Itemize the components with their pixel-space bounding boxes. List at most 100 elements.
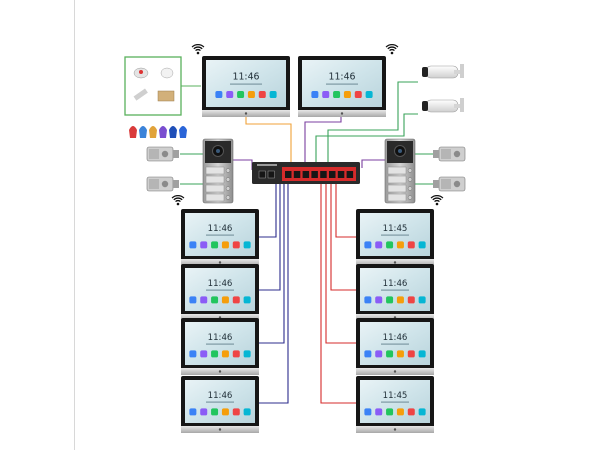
app-icon [354, 91, 362, 99]
app-icon [232, 241, 240, 249]
camera-arm [454, 70, 462, 74]
monitor-time: 11:46 [208, 279, 233, 289]
nameplate [205, 184, 225, 193]
wire-right-monitor-1 [335, 184, 358, 238]
app-icon [226, 91, 234, 99]
home-button-icon [393, 370, 397, 373]
sensor-accessory-box [124, 56, 182, 116]
electric-lock-right-2 [433, 176, 466, 192]
nameplate [387, 175, 407, 184]
door-station-right [384, 138, 416, 204]
app-icon [211, 296, 219, 304]
rfid-tag-icon [159, 126, 167, 138]
monitor-time: 11:45 [383, 224, 408, 234]
poe-port-panel [282, 167, 356, 181]
lock-cylinder-icon [453, 150, 461, 158]
app-icon [215, 91, 223, 99]
nameplate [387, 184, 407, 193]
monitor-date-line [326, 83, 358, 85]
app-icon [311, 91, 319, 99]
app-icon [258, 91, 266, 99]
wire-left-monitor-4 [258, 184, 289, 404]
app-icon [364, 408, 372, 416]
nameplate [387, 193, 407, 202]
app-icon [221, 241, 229, 249]
app-icon [243, 350, 251, 358]
monitor-date-line [381, 401, 409, 403]
app-icon [211, 241, 219, 249]
app-icon [343, 91, 351, 99]
left-monitor-4: 11:46 [181, 376, 259, 433]
ip-camera-1 [422, 64, 464, 79]
rj45-port-icon [293, 171, 301, 178]
wire-camera-1 [327, 81, 418, 162]
app-icon [189, 241, 197, 249]
rj45-port-icon [311, 171, 318, 178]
app-icon [365, 91, 373, 99]
glass-break-sensor-icon [157, 90, 175, 102]
wire-left-monitor-1 [258, 184, 277, 238]
app-icon [386, 296, 394, 304]
call-button [225, 186, 231, 191]
right-monitor-1: 11:45 [356, 209, 434, 266]
rj45-port-icon [346, 171, 354, 178]
app-icon [237, 91, 245, 99]
uplink-port-icon [258, 170, 266, 179]
uplink-port-icon [267, 170, 275, 179]
call-button [407, 168, 413, 173]
call-button [407, 186, 413, 191]
app-icon [322, 91, 330, 99]
app-icon [418, 408, 426, 416]
wifi-icon [385, 43, 399, 55]
wire-right-monitor-4 [320, 184, 358, 404]
right-monitor-2: 11:46 [356, 264, 434, 321]
wire-top-left-monitor [245, 117, 292, 162]
app-icon [211, 350, 219, 358]
rj45-port-icon [320, 171, 327, 178]
home-button-icon [393, 261, 397, 264]
wifi-icon [430, 194, 444, 206]
wire-camera-2 [315, 113, 418, 162]
app-icon [211, 408, 219, 416]
app-icon [375, 241, 383, 249]
app-icon [243, 241, 251, 249]
app-icon [247, 91, 255, 99]
pir-sensor-icon [160, 67, 174, 79]
camera-mount [460, 98, 464, 112]
wire-left-monitor-2 [258, 184, 281, 291]
door-station-left [202, 138, 234, 204]
app-icon [375, 296, 383, 304]
right-monitor-3: 11:46 [356, 318, 434, 375]
nameplate [205, 175, 225, 184]
monitor-time: 11:46 [232, 72, 259, 83]
ip-camera-2 [422, 98, 464, 113]
left-monitor-3: 11:46 [181, 318, 259, 375]
app-icon [407, 350, 415, 358]
wire-left-monitor-3 [258, 184, 285, 344]
app-icon [418, 241, 426, 249]
app-icon [269, 91, 277, 99]
app-icon [200, 241, 208, 249]
app-icon [189, 296, 197, 304]
monitor-time: 11:46 [383, 333, 408, 343]
left-monitor-1: 11:46 [181, 209, 259, 266]
monitor-date-line [230, 83, 262, 85]
nameplate [387, 166, 407, 175]
app-icon [189, 350, 197, 358]
app-icon [243, 296, 251, 304]
app-icon [232, 296, 240, 304]
app-icon [200, 296, 208, 304]
app-icon [407, 408, 415, 416]
app-icon [364, 296, 372, 304]
rfid-tag-icon [129, 126, 137, 138]
home-button-icon [244, 112, 248, 115]
call-button [225, 195, 231, 200]
app-icon [418, 350, 426, 358]
monitor-time: 11:46 [383, 279, 408, 289]
app-icon [407, 241, 415, 249]
nameplate [205, 193, 225, 202]
call-button [225, 168, 231, 173]
app-icon [375, 408, 383, 416]
